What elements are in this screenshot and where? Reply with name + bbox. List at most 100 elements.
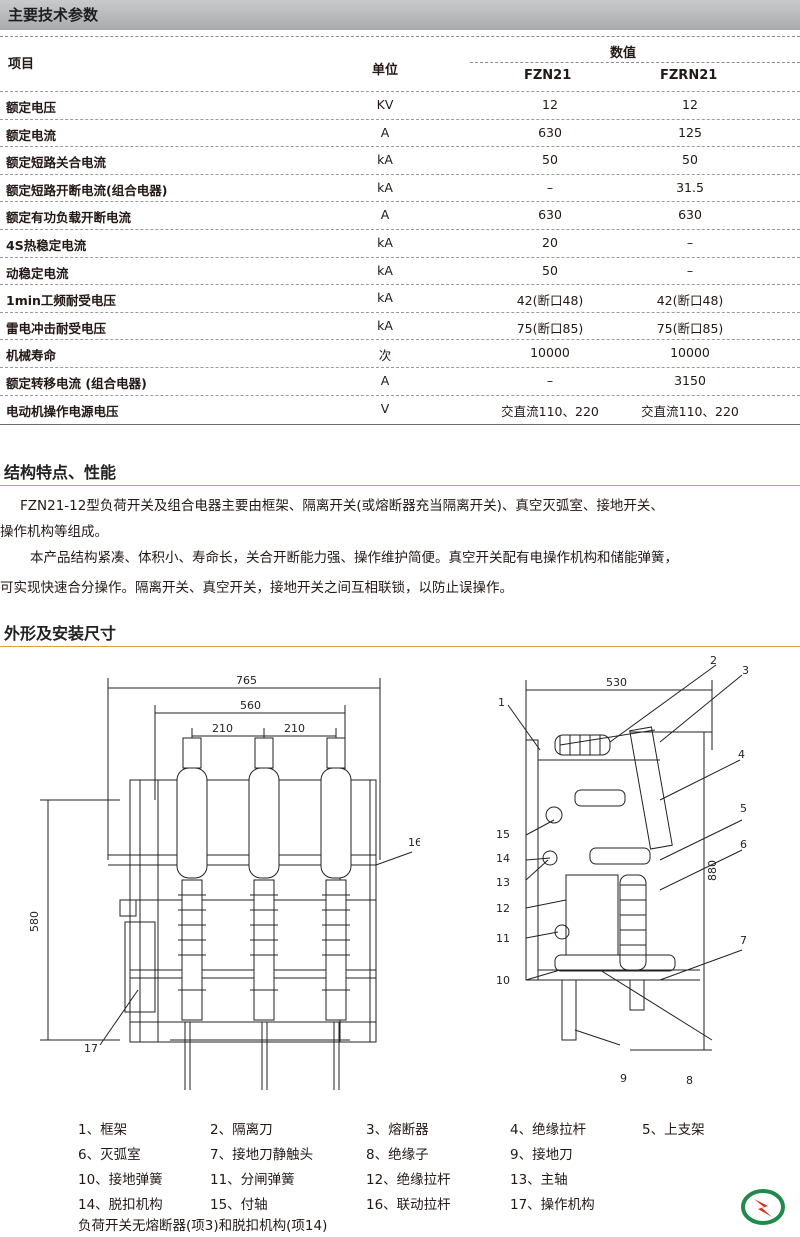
cell-fzrn21: 125 bbox=[678, 124, 702, 140]
legend-item: 3、熔断器 bbox=[366, 1122, 429, 1138]
dim-210-a: 210 bbox=[212, 722, 233, 735]
section-title-dimensions: 外形及安装尺寸 bbox=[4, 624, 117, 643]
table-row: 额定电流 A 630 125 bbox=[0, 118, 800, 147]
cell-fzn21: 630 bbox=[538, 124, 562, 140]
label-15: 15 bbox=[496, 828, 510, 841]
label-14: 14 bbox=[496, 852, 510, 865]
cell-fzn21: – bbox=[546, 179, 554, 195]
cell-unit: KV bbox=[376, 97, 394, 112]
legend-item: 17、操作机构 bbox=[510, 1197, 595, 1213]
col-header-fzn21: FZN21 bbox=[524, 68, 572, 83]
label-3: 3 bbox=[742, 664, 749, 677]
cell-unit: A bbox=[380, 124, 390, 140]
cell-unit: kA bbox=[377, 152, 393, 168]
cell-fzrn21: – bbox=[686, 235, 694, 250]
cell-fzrn21: 31.5 bbox=[676, 179, 704, 195]
cell-fzn21: 50 bbox=[542, 152, 558, 168]
cell-unit: 次 bbox=[378, 348, 392, 364]
cell-item: 额定有功负载开断电流 bbox=[6, 210, 132, 226]
legend-item: 11、分闸弹簧 bbox=[210, 1172, 295, 1188]
cell-unit: kA bbox=[377, 317, 393, 333]
legend-item: 12、绝缘拉杆 bbox=[366, 1172, 451, 1188]
cell-item: 额定电流 bbox=[6, 127, 57, 143]
label-16: 16 bbox=[408, 836, 420, 849]
legend-item: 6、灭弧室 bbox=[78, 1147, 141, 1163]
label-17: 17 bbox=[84, 1042, 98, 1055]
legend-item: 5、上支架 bbox=[642, 1122, 705, 1138]
cell-fzn21: 12 bbox=[542, 97, 558, 112]
legend-item: 9、接地刀 bbox=[510, 1147, 573, 1163]
paragraph-1-line-2: 操作机构等组成。 bbox=[0, 524, 108, 540]
label-11: 11 bbox=[496, 932, 510, 945]
cell-item: 额定转移电流 (组合电器) bbox=[6, 376, 147, 391]
legend-item: 8、绝缘子 bbox=[366, 1147, 429, 1163]
divider bbox=[470, 62, 800, 63]
cell-item: 额定短路开断电流(组合电器) bbox=[6, 182, 168, 198]
label-13: 13 bbox=[496, 876, 510, 889]
cell-fzn21: 20 bbox=[542, 235, 558, 250]
cell-item: 动稳定电流 bbox=[6, 265, 69, 281]
cell-item: 雷电冲击耐受电压 bbox=[6, 320, 107, 336]
legend-item: 13、主轴 bbox=[510, 1172, 568, 1188]
cell-fzrn21: 75(断口85) bbox=[656, 320, 724, 336]
cell-fzn21: 50 bbox=[542, 262, 558, 278]
cell-fzrn21: 12 bbox=[682, 97, 698, 112]
table-row: 额定短路开断电流(组合电器)kA–31.5 bbox=[0, 173, 800, 202]
section-title-structure: 结构特点、性能 bbox=[4, 463, 117, 482]
label-6: 6 bbox=[740, 838, 747, 851]
cell-fzn21: 交直流110、220 bbox=[501, 403, 599, 419]
dim-210-b: 210 bbox=[284, 722, 305, 735]
legend-item: 10、接地弹簧 bbox=[78, 1172, 163, 1188]
cell-item: 4S热稳定电流 bbox=[6, 238, 87, 253]
cell-unit: A bbox=[380, 373, 390, 388]
cell-unit: kA bbox=[377, 235, 393, 250]
label-5: 5 bbox=[740, 802, 747, 815]
section-rule bbox=[0, 485, 800, 486]
label-10: 10 bbox=[496, 974, 510, 987]
cell-fzrn21: 42(断口48) bbox=[656, 293, 724, 309]
company-logo bbox=[741, 1189, 785, 1225]
cell-item: 额定短路关合电流 bbox=[6, 155, 107, 171]
cell-fzn21: – bbox=[546, 373, 554, 388]
side-view-drawing: 530 880 1 2 3 4 5 6 7 8 9 10 11 12 13 14… bbox=[496, 654, 749, 1087]
col-header-item: 项目 bbox=[8, 57, 35, 72]
label-7: 7 bbox=[740, 934, 747, 947]
paragraph-2-line-1: 本产品结构紧凑、体积小、寿命长，关合开断能力强、操作维护简便。真空开关配有电操作… bbox=[30, 550, 678, 566]
divider bbox=[0, 424, 800, 426]
table-row: 额定电压 KV 12 12 bbox=[0, 91, 800, 119]
dim-765: 765 bbox=[236, 674, 257, 687]
cell-fzrn21: – bbox=[686, 262, 694, 278]
cell-fzn21: 75(断口85) bbox=[516, 320, 584, 336]
cell-fzn21: 10000 bbox=[530, 345, 570, 361]
legend-item: 14、脱扣机构 bbox=[78, 1197, 163, 1213]
table-row: 动稳定电流 kA 50 – bbox=[0, 256, 800, 285]
table-row: 雷电冲击耐受电压 kA 75(断口85) 75(断口85) bbox=[0, 311, 800, 340]
cell-item: 1min工频耐受电压 bbox=[6, 293, 116, 309]
front-view-drawing: 765 560 210 210 580 16 17 bbox=[28, 674, 420, 1090]
cell-fzrn21: 10000 bbox=[670, 345, 710, 361]
cell-item: 额定电压 bbox=[6, 100, 57, 115]
section-header-params: 主要技术参数 bbox=[0, 0, 800, 30]
col-header-fzrn21: FZRN21 bbox=[660, 68, 718, 83]
dim-530: 530 bbox=[606, 676, 627, 689]
col-header-value: 数值 bbox=[610, 46, 637, 61]
cell-unit: V bbox=[380, 400, 390, 416]
legend-item: 15、付轴 bbox=[210, 1197, 268, 1213]
legend-item: 16、联动拉杆 bbox=[366, 1197, 451, 1213]
label-4: 4 bbox=[738, 748, 745, 761]
divider bbox=[0, 36, 800, 37]
section-title-params: 主要技术参数 bbox=[8, 6, 99, 24]
cell-fzrn21: 3150 bbox=[674, 373, 706, 388]
legend-item: 2、隔离刀 bbox=[210, 1122, 273, 1138]
cell-unit: kA bbox=[377, 290, 393, 306]
cell-item: 电动机操作电源电压 bbox=[6, 403, 119, 419]
label-1: 1 bbox=[498, 696, 505, 709]
cell-unit: kA bbox=[377, 262, 393, 278]
legend-item: 4、绝缘拉杆 bbox=[510, 1122, 587, 1138]
table-row: 额定转移电流 (组合电器) A – 3150 bbox=[0, 367, 800, 395]
table-row: 4S热稳定电流 kA 20 – bbox=[0, 229, 800, 257]
